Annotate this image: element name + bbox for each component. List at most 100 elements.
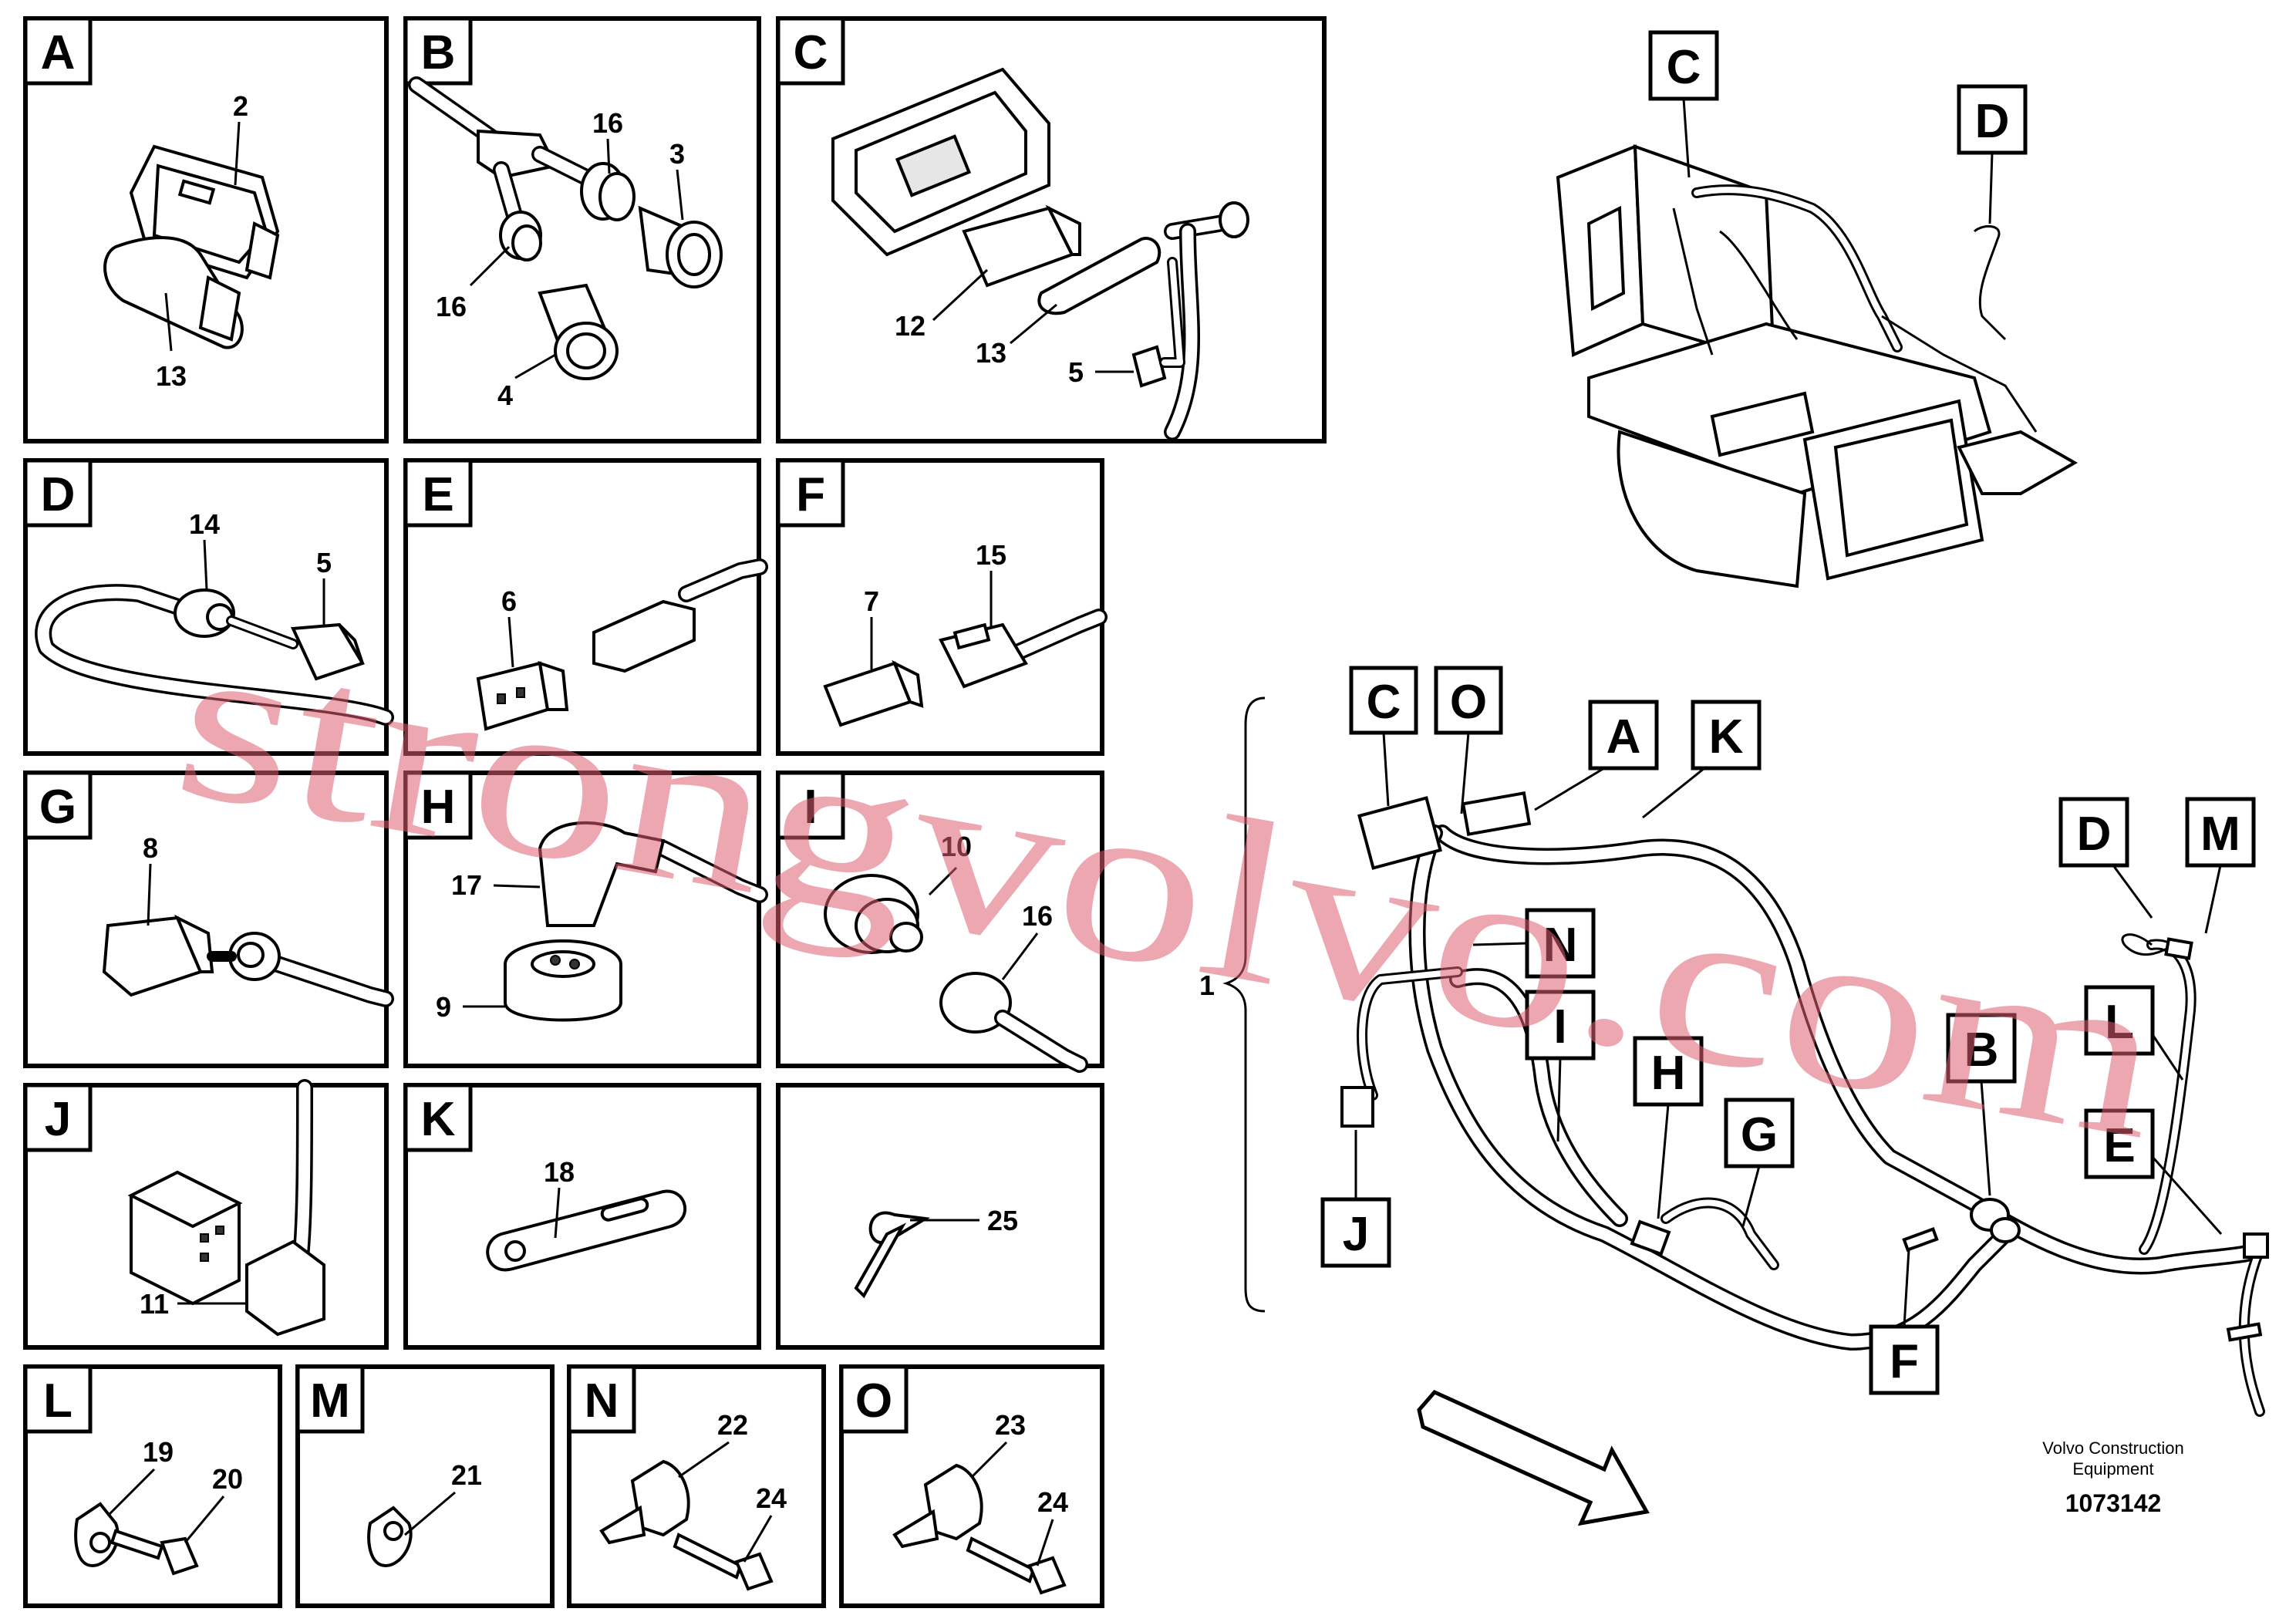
callout-l-2: 20 xyxy=(212,1463,243,1495)
sleeve-16-i-icon xyxy=(939,972,1012,1034)
svg-text:G: G xyxy=(1741,1108,1778,1162)
panel-a-letter: A xyxy=(41,26,76,79)
panel-i-letter: I xyxy=(804,781,817,834)
tag-i-harness: I xyxy=(1525,990,1596,1142)
clamp-21-icon xyxy=(367,1506,413,1568)
tag-d-machine: D xyxy=(1957,84,2028,224)
callout-j-1: 11 xyxy=(140,1288,169,1320)
tag-k-harness: K xyxy=(1642,700,1762,819)
svg-text:K: K xyxy=(1709,710,1744,764)
callout-f-2: 15 xyxy=(976,539,1006,571)
connector-12-icon xyxy=(962,204,1081,288)
plug-6-icon xyxy=(476,661,569,731)
clamp-19-icon xyxy=(74,1502,120,1568)
callout-tie-1: 25 xyxy=(987,1205,1018,1236)
machine-body-icon xyxy=(1556,144,2079,588)
callout-a-1: 2 xyxy=(233,90,248,122)
footer: Volvo Construction Equipment 1073142 xyxy=(2042,1438,2183,1517)
panel-e: E 6 xyxy=(403,458,768,756)
plug-4-icon xyxy=(538,283,619,380)
tag-a-harness: A xyxy=(1534,700,1659,811)
panel-c-letter: C xyxy=(794,26,828,79)
cable-tie-25-icon xyxy=(854,1211,930,1299)
panel-cable-tie: 25 xyxy=(776,1083,1104,1350)
callout-b-2: 3 xyxy=(669,138,685,170)
tag-f-harness: F xyxy=(1869,1249,1940,1395)
tag-e-harness: E xyxy=(2084,1108,2223,1235)
connector-11-icon xyxy=(245,1239,325,1337)
cable-c-icon xyxy=(1164,201,1249,440)
callout-k-1: 18 xyxy=(544,1156,575,1188)
svg-text:H: H xyxy=(1651,1047,1686,1100)
connector-block-j-icon xyxy=(127,1170,243,1306)
document-number: 1073142 xyxy=(2065,1489,2162,1517)
cable-sleeve-14-icon xyxy=(174,588,235,638)
panel-h-letter: H xyxy=(421,781,456,834)
plug-7-icon xyxy=(823,659,924,727)
tag-g-harness: G xyxy=(1724,1098,1795,1227)
tag-o-harness: O xyxy=(1434,666,1503,814)
panel-l: L 19 20 xyxy=(23,1364,282,1608)
boot-13-icon xyxy=(1037,237,1161,315)
plug-16-lower-icon xyxy=(499,211,542,261)
control-unit-icon xyxy=(831,67,1050,257)
panel-o-letter: O xyxy=(855,1374,892,1428)
callout-b-1: 16 xyxy=(592,107,623,139)
panel-l-letter: L xyxy=(43,1374,72,1428)
callout-b-3: 16 xyxy=(436,291,467,322)
callout-d-1: 14 xyxy=(189,508,220,540)
callout-m-1: 21 xyxy=(451,1459,482,1491)
svg-text:C: C xyxy=(1667,41,1701,94)
svg-text:J: J xyxy=(1343,1208,1369,1261)
callout-o-2: 24 xyxy=(1037,1486,1068,1518)
panel-d-letter: D xyxy=(41,468,76,521)
panel-m: M 21 xyxy=(295,1364,555,1608)
elbow-connector-17-icon xyxy=(538,821,666,927)
tag-d-harness: D xyxy=(2058,797,2153,919)
panel-b-letter: B xyxy=(421,26,456,79)
callout-h-1: 17 xyxy=(451,869,482,901)
protective-boot-icon xyxy=(103,236,244,349)
screw-24-n-icon xyxy=(673,1533,774,1591)
harness-components-icon xyxy=(1340,791,2269,1342)
panel-e-letter: E xyxy=(422,468,453,521)
connector-housing-e-icon xyxy=(592,599,696,673)
connector-8-icon xyxy=(102,914,214,997)
tag-h-harness: H xyxy=(1633,1036,1704,1219)
svg-text:D: D xyxy=(2077,808,2112,861)
callout-c-3: 5 xyxy=(1068,356,1084,388)
callout-harness: 1 xyxy=(1199,969,1215,1001)
svg-text:N: N xyxy=(1543,919,1578,972)
panel-g-letter: G xyxy=(39,781,76,834)
panel-n-letter: N xyxy=(585,1374,619,1428)
panel-i: I 10 16 xyxy=(776,771,1104,1073)
panel-c: C 12 13 5 xyxy=(776,16,1327,443)
plug-10-icon xyxy=(824,874,923,954)
panel-g: G 8 xyxy=(23,771,394,1068)
callout-o-1: 23 xyxy=(995,1409,1026,1441)
panel-f-letter: F xyxy=(796,468,825,521)
panel-j: J 11 xyxy=(23,1079,389,1350)
tag-l-harness: L xyxy=(2084,985,2184,1081)
svg-text:I: I xyxy=(1553,1000,1566,1054)
panel-k-letter: K xyxy=(421,1093,456,1146)
company-line-1: Volvo Construction xyxy=(2042,1438,2183,1458)
tag-c-machine: C xyxy=(1648,30,1719,178)
direction-arrow-icon xyxy=(1417,1389,1650,1526)
callout-n-2: 24 xyxy=(756,1482,787,1514)
tag-j-harness: J xyxy=(1320,1130,1391,1268)
panel-b: B 16 3 xyxy=(403,16,761,443)
plug-16-upper-icon xyxy=(580,162,636,221)
svg-text:B: B xyxy=(1964,1023,1999,1077)
callout-e-1: 6 xyxy=(501,585,517,617)
tag-c-harness: C xyxy=(1349,666,1418,807)
connector-5-icon xyxy=(1131,257,1185,388)
socket-9-icon xyxy=(504,939,622,1022)
callout-l-1: 19 xyxy=(143,1436,174,1468)
panel-m-letter: M xyxy=(310,1374,350,1428)
svg-text:A: A xyxy=(1607,710,1641,764)
panel-f: F 7 15 xyxy=(776,458,1108,756)
callout-c-1: 12 xyxy=(895,310,925,342)
bracket-18-icon xyxy=(486,1189,686,1272)
